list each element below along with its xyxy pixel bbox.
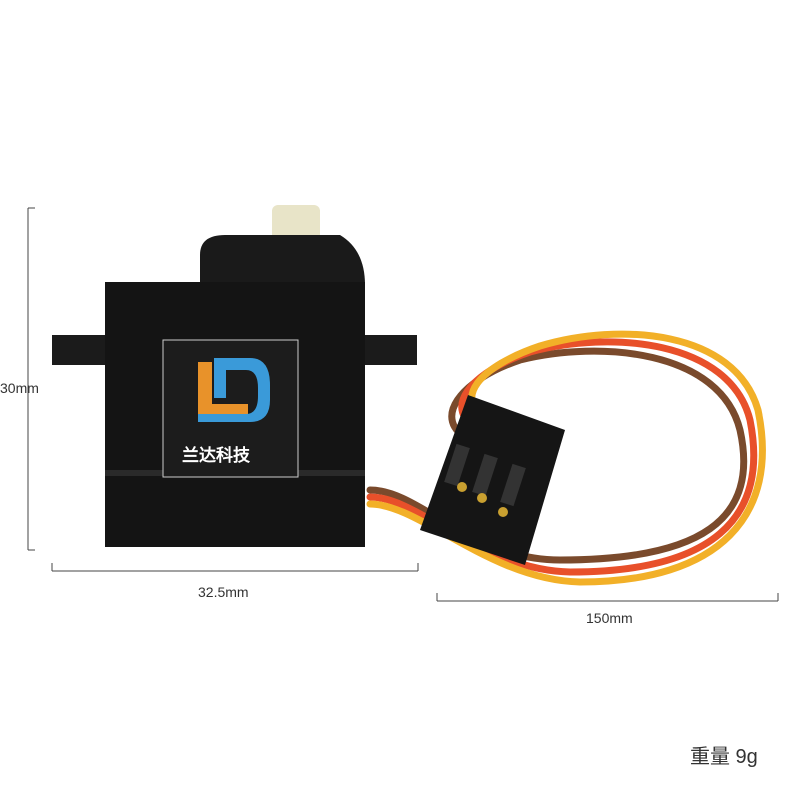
width-label: 32.5mm	[198, 584, 249, 600]
servo-connector	[420, 395, 565, 565]
logo-l	[198, 362, 248, 420]
logo-d	[198, 358, 270, 422]
logo-text: 兰达科技	[182, 446, 250, 465]
height-label: 30mm	[0, 380, 39, 396]
cable-dimension-line	[436, 593, 779, 602]
servo-body	[52, 205, 417, 547]
height-dimension-line	[27, 207, 35, 551]
cable-length-label: 150mm	[586, 610, 633, 626]
servo-wires	[366, 330, 766, 586]
weight-label: 重量 9g	[690, 746, 758, 768]
servo-horn	[272, 205, 320, 243]
width-dimension-line	[51, 563, 419, 572]
dimension-lines	[27, 207, 779, 602]
